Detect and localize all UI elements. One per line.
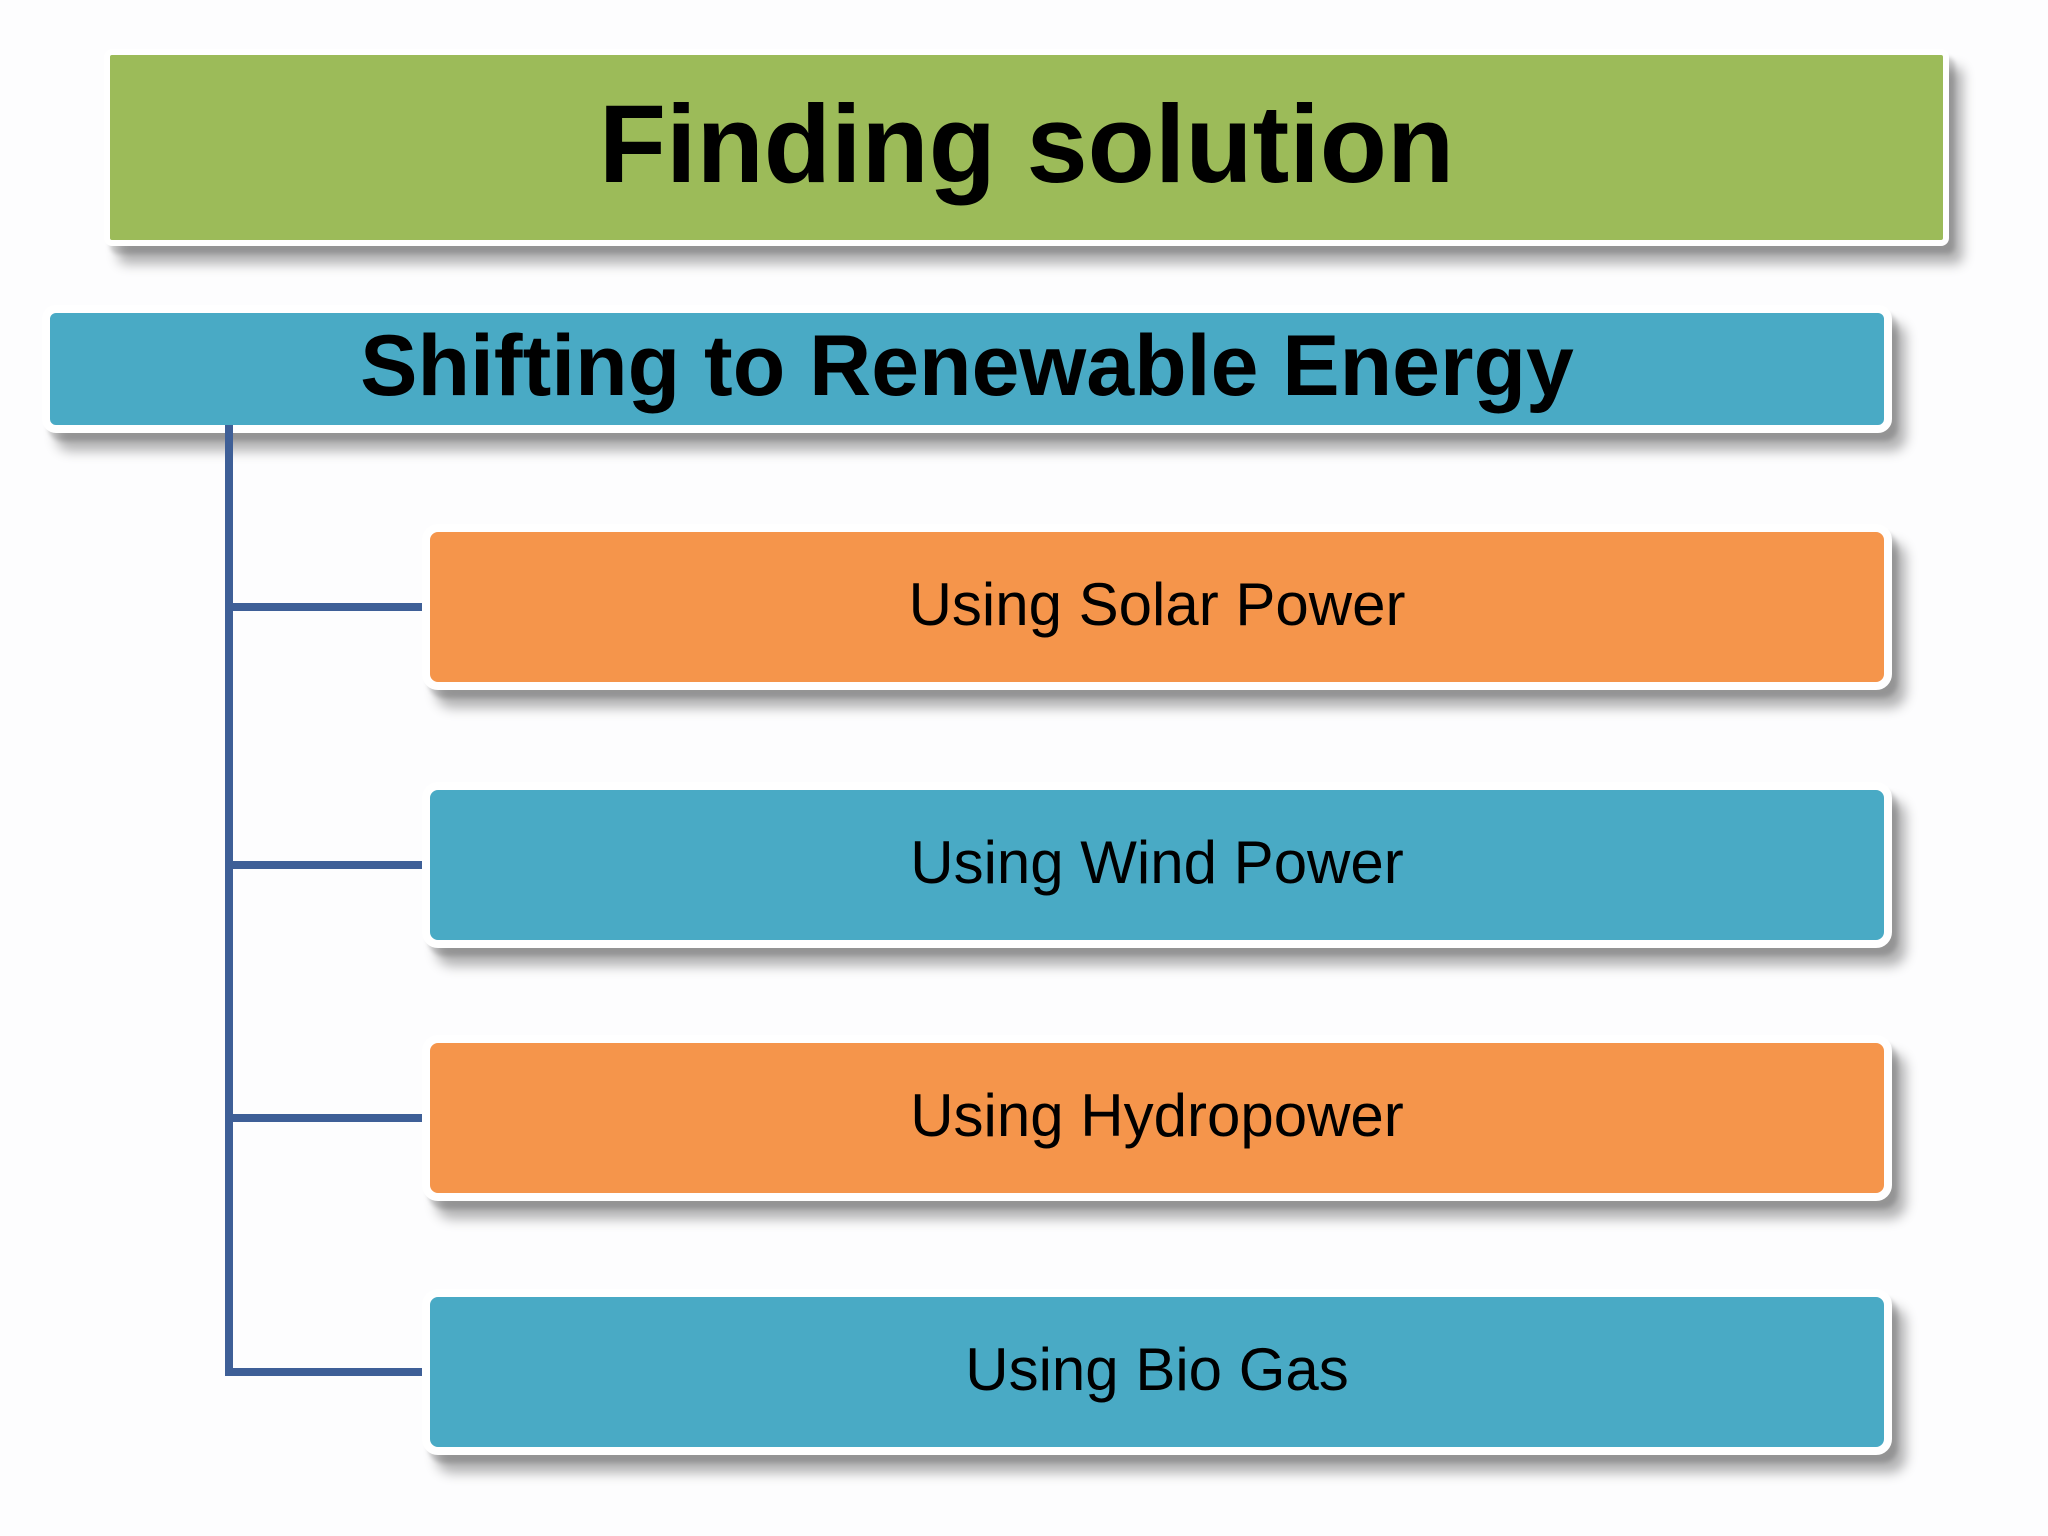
- connector-branch-solar: [225, 603, 425, 611]
- child-node-bio-gas: Using Bio Gas: [422, 1289, 1892, 1455]
- title-banner: Finding solution: [104, 49, 1949, 246]
- title-text: Finding solution: [598, 82, 1455, 206]
- child-node-solar-power: Using Solar Power: [422, 524, 1892, 690]
- connector-branch-biogas: [225, 1368, 425, 1376]
- child-node-wind-power-text: Using Wind Power: [910, 828, 1404, 896]
- child-node-wind-power: Using Wind Power: [422, 782, 1892, 948]
- root-node-text: Shifting to Renewable Energy: [360, 317, 1574, 414]
- child-node-bio-gas-text: Using Bio Gas: [965, 1335, 1349, 1403]
- child-node-solar-power-text: Using Solar Power: [908, 570, 1406, 638]
- child-node-hydropower: Using Hydropower: [422, 1035, 1892, 1201]
- connector-branch-hydro: [225, 1114, 425, 1122]
- child-node-hydropower-text: Using Hydropower: [910, 1081, 1404, 1149]
- connector-trunk-line: [225, 425, 233, 1376]
- connector-branch-wind: [225, 861, 425, 869]
- root-node: Shifting to Renewable Energy: [42, 305, 1892, 433]
